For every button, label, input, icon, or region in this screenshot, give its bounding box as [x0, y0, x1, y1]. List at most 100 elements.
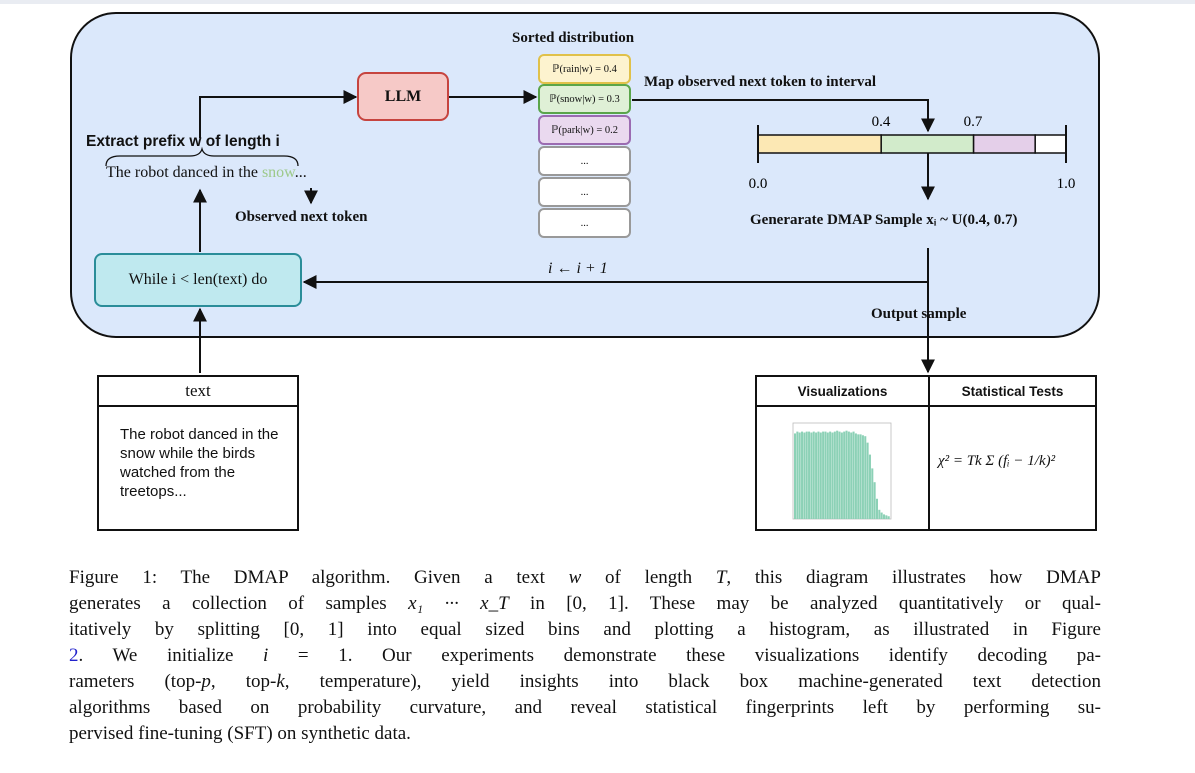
histogram-bar [859, 434, 862, 519]
histogram-bar [815, 432, 818, 519]
caption-text: . We initialize [78, 645, 264, 666]
input-text-header: text [99, 377, 297, 407]
sentence-observed-token: snow [261, 164, 295, 181]
histogram-bar [812, 431, 815, 519]
increment-label: i ← i + 1 [548, 260, 608, 277]
extract-prefix-label: Extract prefix w of length i [86, 133, 280, 150]
sentence-prefix: The robot danced in the [106, 164, 258, 181]
caption-text: itatively by splitting [0, 1] into equal… [69, 619, 1101, 640]
histogram-bar [866, 442, 869, 519]
caption-math: x₁ ··· x_T [408, 593, 509, 614]
caption-math: T [715, 567, 727, 588]
interval-segment [880, 134, 975, 154]
caption-math: w [568, 567, 582, 588]
token-item: ... [538, 208, 631, 238]
token-item: ℙ(snow|w) = 0.3 [538, 84, 631, 114]
histogram-bar [868, 454, 871, 519]
caption-text: in [0, 1]. These may be analyzed quantit… [508, 593, 1102, 614]
interval-segment [972, 134, 1036, 154]
histogram-bar [801, 431, 804, 519]
results-table: Visualizations Statistical Tests χ² = Tk… [755, 375, 1097, 531]
arrow-prefix-to-llm [199, 90, 358, 138]
histogram-bar [838, 431, 841, 519]
token-item: ... [538, 177, 631, 207]
sentence-ellipsis: ... [294, 164, 307, 181]
visualizations-header: Visualizations [757, 377, 928, 407]
histogram-bar [864, 436, 867, 519]
histogram-bar [875, 498, 878, 519]
interval-segment [757, 134, 882, 154]
interval-label-end: 1.0 [1057, 176, 1076, 192]
interval-segment [1034, 134, 1067, 154]
histogram-bar [817, 431, 820, 519]
histogram-bar [882, 514, 886, 519]
histogram-bar [873, 482, 876, 519]
histogram-bar [845, 430, 848, 519]
caption-line: itatively by splitting [0, 1] into equal… [69, 617, 1101, 643]
statistical-tests-column: Statistical Tests χ² = Tk Σ (fᵢ − 1/k)² [930, 377, 1095, 529]
histogram-bar [833, 431, 836, 519]
interval-label-start: 0.0 [749, 176, 768, 192]
histogram-bar [850, 432, 853, 519]
histogram-bar [854, 433, 857, 519]
token-item: ℙ(rain|w) = 0.4 [538, 54, 631, 84]
histogram-bar [857, 434, 860, 519]
histogram-bar [880, 512, 883, 519]
histogram-bar [829, 431, 832, 519]
histogram-chart [792, 422, 892, 520]
caption-text: pervised fine-tuning (SFT) on synthetic … [69, 723, 411, 744]
histogram-bar [861, 435, 864, 519]
histogram-bar [808, 431, 811, 519]
histogram-bar [805, 431, 808, 519]
histogram-bar [847, 431, 850, 519]
caption-text: , this diagram illustrates how DMAP [726, 567, 1101, 588]
map-interval-label: Map observed next token to interval [644, 74, 877, 90]
caption-math: i [263, 645, 269, 666]
llm-label: LLM [384, 87, 422, 105]
histogram-bar [852, 431, 855, 519]
visualizations-column: Visualizations [757, 377, 930, 529]
sorted-distribution-title: Sorted distribution [512, 30, 635, 46]
caption-line: generates a collection of samples x₁ ···… [69, 591, 1101, 617]
figure-caption: Figure 1: The DMAP algorithm. Given a te… [69, 565, 1101, 747]
interval-bar [757, 125, 1067, 163]
caption-text: generates a collection of samples [69, 593, 409, 614]
caption-line: rameters (top-p, top-k, temperature), yi… [69, 669, 1101, 695]
histogram-bar [871, 468, 874, 519]
figure-link[interactable]: 2 [69, 645, 79, 666]
histogram-bar [810, 432, 813, 519]
llm-node: LLM [357, 72, 449, 121]
histogram-bar [843, 431, 846, 519]
caption-math: k [276, 671, 285, 692]
arrow-increment-to-while [302, 248, 929, 289]
input-text-box: text The robot danced in the snow while … [97, 375, 299, 531]
histogram-bar [819, 432, 822, 519]
caption-line: pervised fine-tuning (SFT) on synthetic … [69, 721, 1101, 747]
histogram-bar [796, 431, 799, 519]
caption-text: , top- [210, 671, 277, 692]
top-border [0, 0, 1195, 4]
example-sentence: The robot danced in the snow... [106, 164, 307, 182]
generate-sample-label: Generarate DMAP Sample xᵢ ~ U(0.4, 0.7) [750, 212, 1018, 228]
histogram-bar [887, 516, 890, 519]
prefix-brace [105, 146, 299, 167]
histogram-bar [794, 433, 797, 519]
while-label: While i < len(text) do [128, 271, 268, 288]
statistical-tests-header: Statistical Tests [930, 377, 1095, 407]
caption-text: rameters (top- [69, 671, 202, 692]
caption-text: algorithms based on probability curvatur… [69, 697, 1101, 718]
token-item: ... [538, 146, 631, 176]
interval-label-a: 0.4 [872, 114, 891, 130]
histogram-bar [803, 432, 806, 519]
caption-text: , temperature), yield insights into blac… [284, 671, 1101, 692]
histogram-bar [840, 432, 843, 519]
caption-text: of length [581, 567, 716, 588]
observed-token-label: Observed next token [235, 209, 368, 225]
input-text-body: The robot danced in the snow while the b… [120, 426, 279, 500]
histogram-bar [826, 432, 829, 519]
while-loop-node: While i < len(text) do [94, 253, 302, 307]
histogram-bar [824, 431, 827, 519]
histogram-bar [822, 431, 825, 519]
arrow-map-to-interval [632, 99, 935, 133]
